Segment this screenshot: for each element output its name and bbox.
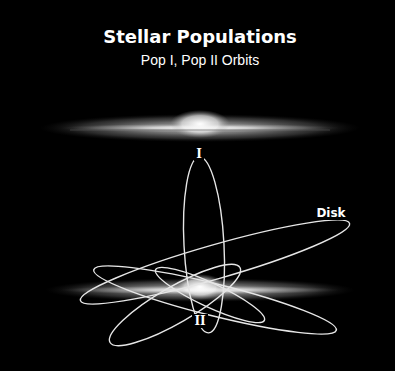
halo-orbits bbox=[76, 156, 355, 358]
population-label: II bbox=[192, 314, 207, 328]
subtitle: Pop I, Pop II Orbits bbox=[141, 52, 259, 68]
diagram-title: Stellar Populations bbox=[103, 26, 297, 47]
disk-label: Disk bbox=[314, 206, 347, 220]
pop-one-galaxy bbox=[40, 110, 360, 142]
population-label: I bbox=[194, 147, 204, 161]
